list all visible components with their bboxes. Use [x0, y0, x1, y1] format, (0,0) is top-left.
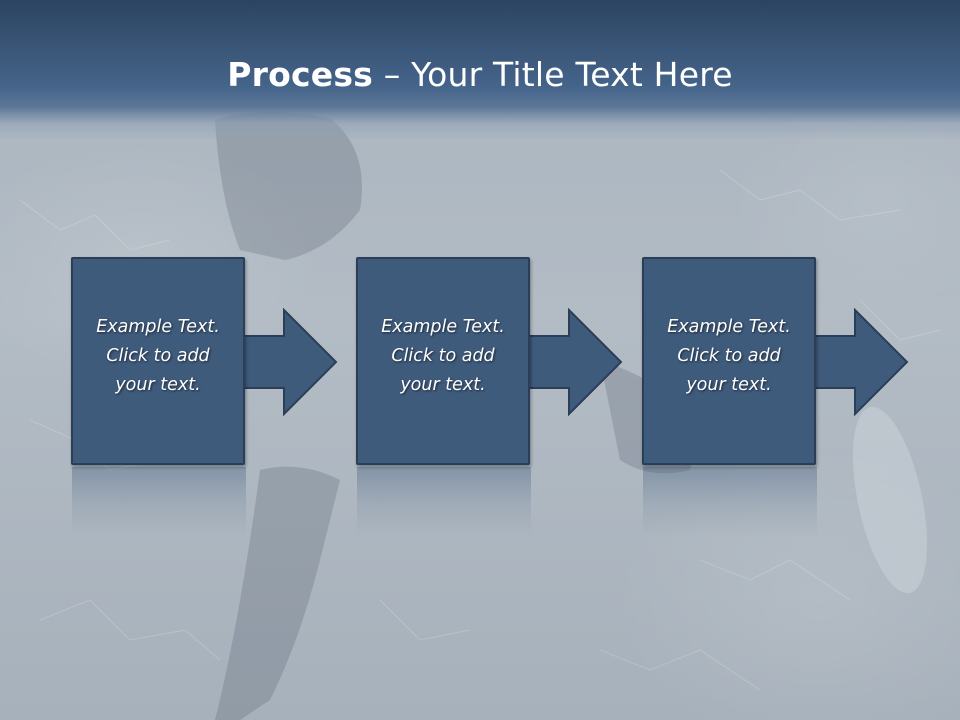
title-rest-text: – Your Title Text Here	[373, 55, 733, 94]
step-2-box[interactable]: Example Text. Click to add your text.	[356, 257, 530, 465]
step-2-reflection	[357, 467, 531, 537]
step-1-line-1: Example Text.	[96, 317, 220, 337]
title-bold-text: Process	[227, 55, 374, 94]
slide-title[interactable]: Process – Your Title Text Here	[0, 52, 960, 98]
step-1-reflection	[72, 467, 246, 537]
step-2-line-3: your text.	[400, 375, 486, 395]
step-3-text: Example Text. Click to add your text.	[644, 313, 814, 400]
title-bar	[0, 0, 960, 140]
step-2-arrow-icon	[529, 308, 623, 416]
step-1-line-3: your text.	[115, 375, 201, 395]
step-2-line-1: Example Text.	[381, 317, 505, 337]
step-2-line-2: Click to add	[391, 346, 495, 366]
step-1-line-2: Click to add	[106, 346, 210, 366]
step-3-reflection	[643, 467, 817, 537]
step-3-arrow-icon	[815, 308, 909, 416]
step-3-box[interactable]: Example Text. Click to add your text.	[642, 257, 816, 465]
step-3-line-3: your text.	[686, 375, 772, 395]
step-3-line-2: Click to add	[677, 346, 781, 366]
step-1-text: Example Text. Click to add your text.	[73, 313, 243, 400]
step-2-text: Example Text. Click to add your text.	[358, 313, 528, 400]
step-1-arrow-icon	[244, 308, 338, 416]
step-3-line-1: Example Text.	[667, 317, 791, 337]
step-1-box[interactable]: Example Text. Click to add your text.	[71, 257, 245, 465]
